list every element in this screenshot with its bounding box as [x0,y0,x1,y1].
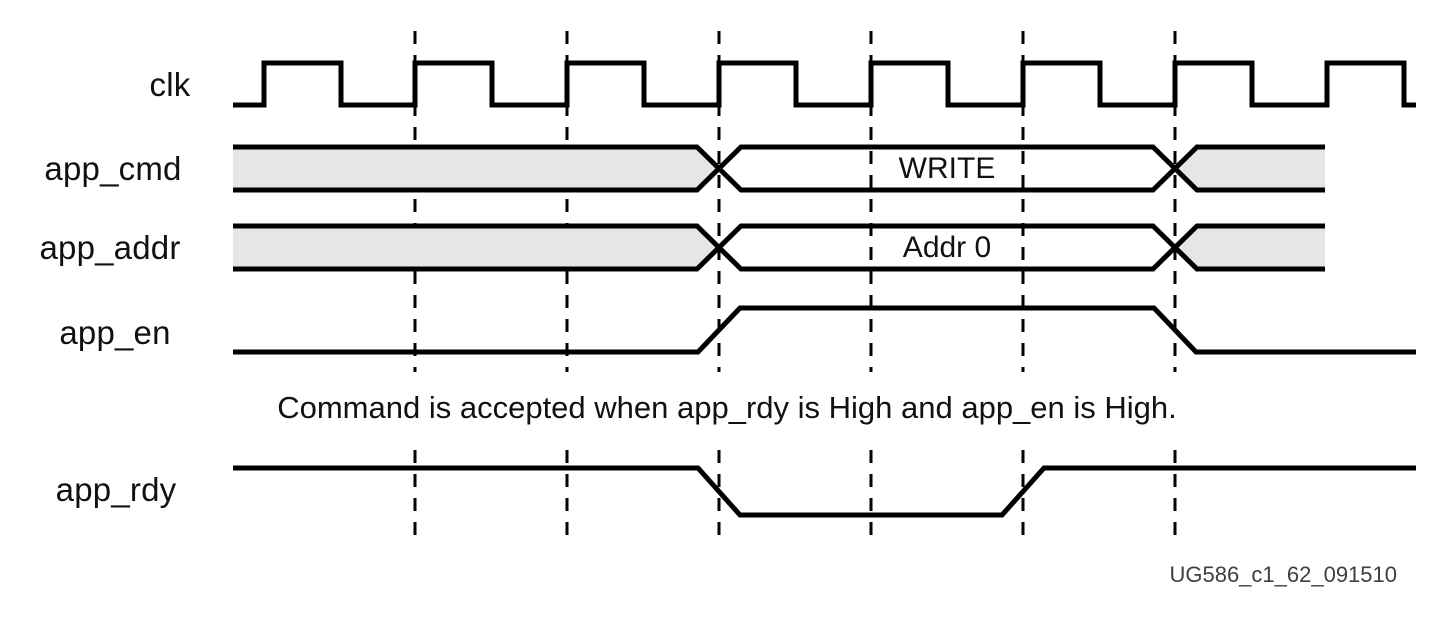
figure-id: UG586_c1_62_091510 [1169,562,1397,587]
app_cmd-bus-edge-a [233,144,1325,193]
bus-value-addr0: Addr 0 [902,231,992,264]
signal-label-app-rdy: app_rdy [55,471,177,508]
app_cmd-unknown-right-fill [1175,147,1325,190]
bus-value-write: WRITE [898,152,996,185]
clk-waveform [233,60,1416,108]
app_addr-unknown-right-fill [1175,226,1325,269]
app_addr-unknown-left-fill [233,226,719,269]
app_addr-bus-edge-a [233,223,1325,272]
app_rdy-waveform [233,465,1416,518]
app_en-waveform [233,305,1416,355]
figure-caption: Command is accepted when app_rdy is High… [277,390,1177,425]
signal-label-app-addr: app_addr [39,229,181,266]
app_cmd-bus-edge-b [233,144,1325,193]
app_addr-bus-edge-b [233,223,1325,272]
app_cmd-unknown-left-fill [233,147,719,190]
signal-label-clk: clk [149,66,191,103]
signal-label-app-cmd: app_cmd [44,150,182,187]
signal-label-app-en: app_en [59,314,171,351]
